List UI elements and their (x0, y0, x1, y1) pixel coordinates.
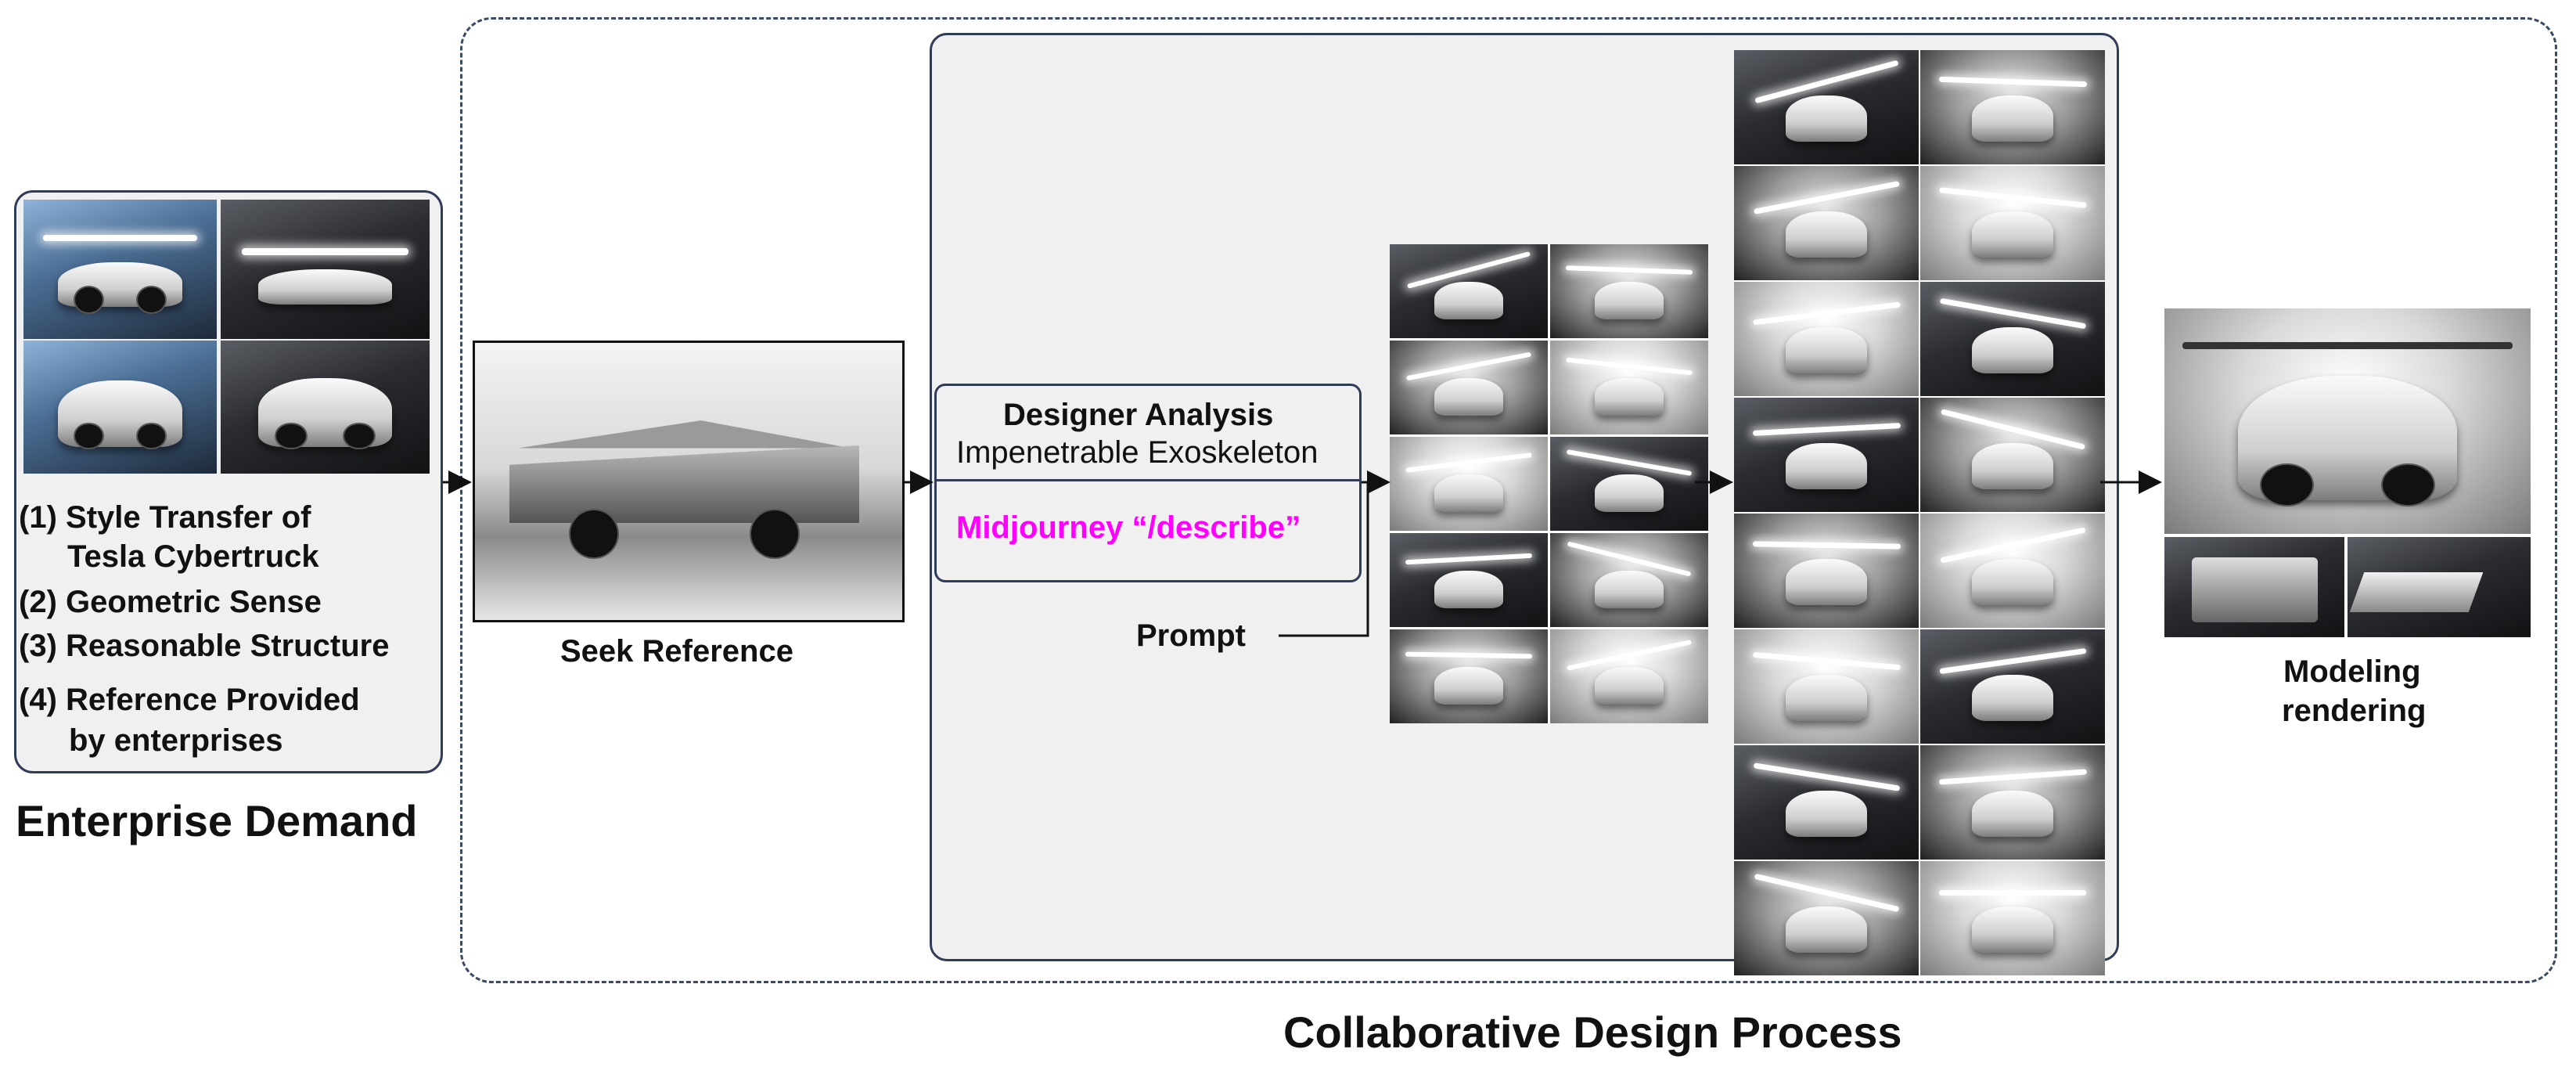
modeling-render-detail-2 (2348, 537, 2531, 637)
prompt-label: Prompt (1136, 618, 1246, 653)
demand-item-number: (4) (19, 683, 57, 717)
generated-image-thumbnail (1550, 629, 1708, 723)
modeling-label-line2: rendering (2282, 694, 2427, 728)
generated-image-thumbnail (1734, 282, 1919, 396)
generated-image-thumbnail (1550, 533, 1708, 627)
generated-image-thumbnail (1734, 166, 1919, 280)
demand-item-text: Reference Provided (66, 683, 360, 717)
generated-image-thumbnail (1734, 398, 1919, 512)
collaborative-process-frame (460, 17, 2557, 983)
generated-image-thumbnail (1920, 398, 2105, 512)
modeling-label-line1: Modeling (2283, 654, 2421, 689)
demand-item-text: Reasonable Structure (66, 629, 390, 663)
enterprise-demand-title: Enterprise Demand (16, 796, 418, 845)
generated-image-thumbnail (1390, 437, 1548, 531)
modeling-render-main (2164, 308, 2531, 534)
demand-item-1: (1) Style Transfer of (19, 499, 311, 536)
generated-image-thumbnail (1734, 745, 1919, 860)
generated-image-thumbnail (1734, 861, 1919, 975)
midjourney-describe-command: Midjourney “/describe” (956, 510, 1301, 545)
reference-image-flying-car-2 (221, 200, 430, 339)
seek-reference-label: Seek Reference (560, 634, 793, 669)
generated-image-thumbnail (1390, 341, 1548, 434)
generated-image-thumbnail (1734, 50, 1919, 164)
generated-image-thumbnail (1920, 282, 2105, 396)
generated-image-thumbnail (1920, 166, 2105, 280)
generated-image-thumbnail (1920, 50, 2105, 164)
reference-image-pod-1 (23, 341, 217, 474)
demand-item-number: (3) (19, 629, 57, 663)
designer-analysis-box (934, 384, 1362, 582)
collaborative-process-title: Collaborative Design Process (1283, 1008, 1902, 1057)
generated-image-thumbnail (1550, 244, 1708, 338)
demand-item-text: Style Transfer of (66, 500, 311, 535)
demand-item-text: Geometric Sense (66, 585, 322, 619)
designer-analysis-title: Designer Analysis (1003, 398, 1274, 432)
reference-image-pod-2 (221, 341, 430, 474)
generated-image-thumbnail (1550, 437, 1708, 531)
generated-image-thumbnail (1550, 341, 1708, 434)
generated-image-thumbnail (1734, 514, 1919, 628)
reference-image-flying-car-1 (23, 200, 217, 339)
analysis-divider (937, 479, 1359, 481)
generated-image-thumbnail (1920, 861, 2105, 975)
demand-item-4-line2: by enterprises (69, 723, 283, 758)
demand-item-1-line2: Tesla Cybertruck (67, 539, 319, 574)
generated-image-thumbnail (1920, 745, 2105, 860)
generated-image-thumbnail (1920, 514, 2105, 628)
designer-analysis-subtitle: Impenetrable Exoskeleton (956, 435, 1319, 470)
generated-image-thumbnail (1390, 533, 1548, 627)
demand-item-number: (2) (19, 585, 57, 619)
demand-item-number: (1) (19, 500, 57, 535)
modeling-render-detail-1 (2164, 537, 2344, 637)
demand-item-4: (4) Reference Provided (19, 681, 360, 719)
cybertruck-reference-image (473, 341, 905, 622)
demand-item-2: (2) Geometric Sense (19, 583, 322, 621)
generated-image-thumbnail (1734, 629, 1919, 744)
demand-item-3: (3) Reasonable Structure (19, 627, 389, 665)
generated-image-thumbnail (1390, 629, 1548, 723)
generated-image-thumbnail (1390, 244, 1548, 338)
generated-image-thumbnail (1920, 629, 2105, 744)
prompt-connector (1279, 482, 1369, 637)
